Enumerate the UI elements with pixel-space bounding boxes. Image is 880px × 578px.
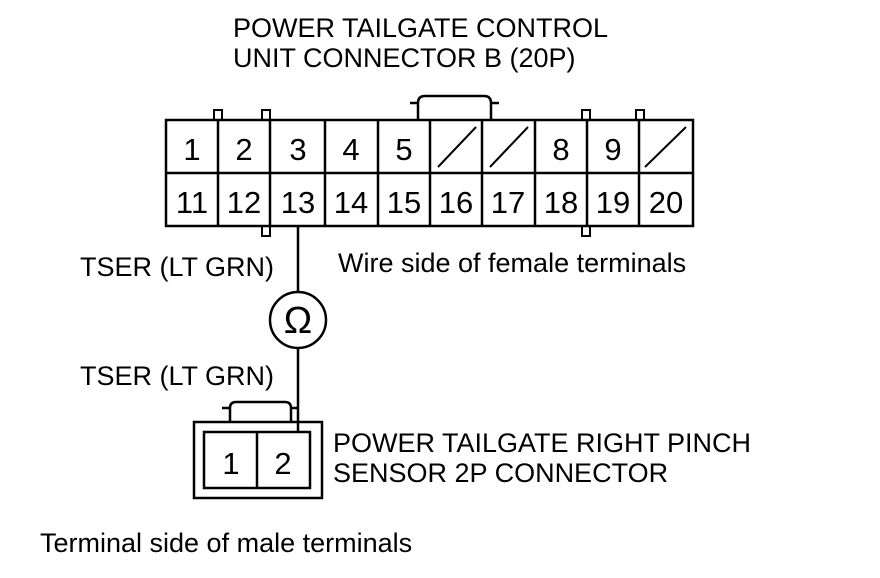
sensor-connector-side-note: Terminal side of male terminals: [40, 528, 412, 558]
ecu-connector-title-line1: POWER TAILGATE CONTROL: [233, 13, 608, 43]
ohm-icon: Ω: [284, 300, 312, 342]
pin-8: 8: [552, 132, 569, 167]
sensor-connector-title-line2: SENSOR 2P CONNECTOR: [333, 458, 668, 488]
pin-15: 15: [387, 185, 421, 220]
connector-nub: [581, 225, 591, 237]
connector-nub: [635, 109, 645, 121]
pin-14: 14: [334, 185, 368, 220]
pin-17: 17: [491, 185, 525, 220]
empty-cavity-slash-10: [644, 126, 687, 168]
pin-19: 19: [596, 185, 630, 220]
pin-13: 13: [281, 185, 315, 220]
connector-nub: [213, 109, 223, 121]
ecu-connector-side-note: Wire side of female terminals: [338, 248, 686, 278]
sensor-lock-tab: [228, 400, 293, 422]
ohmmeter: Ω: [268, 290, 328, 350]
pin-3: 3: [289, 132, 306, 167]
connector-nub: [261, 225, 271, 237]
connector-nub: [581, 109, 591, 121]
wire-label-lower: TSER (LT GRN): [80, 361, 274, 391]
connector-lock-tab: [416, 94, 493, 120]
sensor-pin-1: 1: [222, 446, 239, 481]
wire-label-upper: TSER (LT GRN): [80, 252, 274, 282]
pin-2: 2: [235, 132, 252, 167]
pin-11: 11: [176, 185, 208, 220]
ecu-connector-20p: 1 2 3 4 5 8 9 11 12 13 14 15 16 17 18 19…: [164, 94, 695, 237]
sensor-pin-2: 2: [274, 446, 291, 481]
pin-20: 20: [649, 185, 683, 220]
pin-9: 9: [604, 132, 621, 167]
empty-cavity-slash-7: [489, 126, 529, 168]
pin-18: 18: [544, 185, 578, 220]
sensor-connector-housing: [192, 420, 324, 500]
empty-cavity-slash-6: [437, 126, 477, 168]
pin-4: 4: [342, 132, 359, 167]
pin-1: 1: [183, 132, 200, 167]
ecu-connector-title-line2: UNIT CONNECTOR B (20P): [233, 43, 576, 73]
pin-16: 16: [439, 185, 473, 220]
pin-12: 12: [227, 185, 261, 220]
connector-nub: [261, 109, 271, 121]
sensor-connector-title-line1: POWER TAILGATE RIGHT PINCH: [333, 428, 751, 458]
pin-5: 5: [395, 132, 412, 167]
sensor-connector-2p: 1 2: [192, 400, 324, 500]
